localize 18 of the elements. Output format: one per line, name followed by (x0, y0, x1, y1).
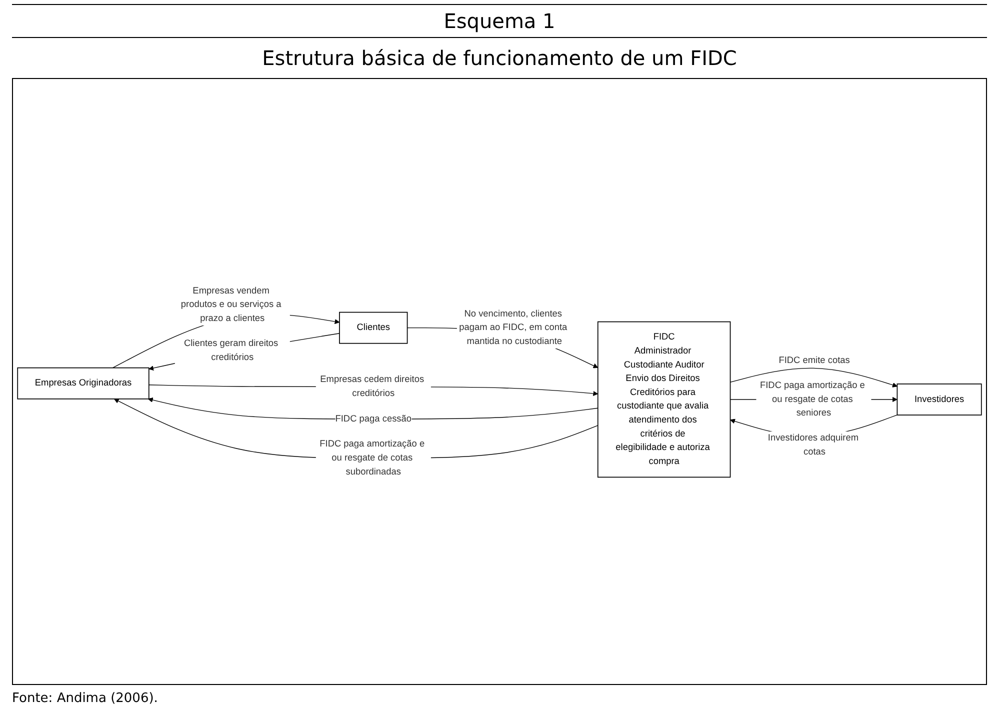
source-caption: Fonte: Andima (2006). (12, 691, 158, 706)
edge-label: FIDC paga amortização e ou resgate de cotas seniores (760, 380, 865, 418)
edge-label: Clientes geram direitos creditórios (184, 338, 278, 362)
node-box: FIDC Administrador Custodiante Auditor Envio dos Direitos Creditórios para custodiante que avalia atendimento dos critérios de elegibilidade e autoriza compra (597, 321, 731, 478)
node-box: Clientes (339, 312, 408, 344)
edge-label: Empresas vendem produtos e ou serviços a prazo a clientes (180, 286, 282, 324)
arrow (112, 314, 340, 368)
node-box: Investidores (896, 384, 982, 416)
edge-label: FIDC emite cotas (778, 355, 850, 366)
edge-label: Investidores adquirem cotas (768, 433, 858, 457)
edge-label: FIDC paga amortização e ou resgate de cotas subordinadas (320, 439, 425, 477)
diagram-subtitle: Estrutura básica de funcionamento de um FIDC (262, 46, 737, 70)
edge-label: No vencimento, clientes pagam ao FIDC, em conta mantida no custodiante (459, 308, 568, 346)
arrow (730, 368, 898, 388)
edge-label: FIDC paga cessão (335, 414, 412, 424)
edge-label: Empresas cedem direitos creditórios (320, 374, 424, 398)
diagram-title: Esquema 1 (12, 4, 987, 38)
node-box: Empresas Originadoras (17, 367, 150, 400)
